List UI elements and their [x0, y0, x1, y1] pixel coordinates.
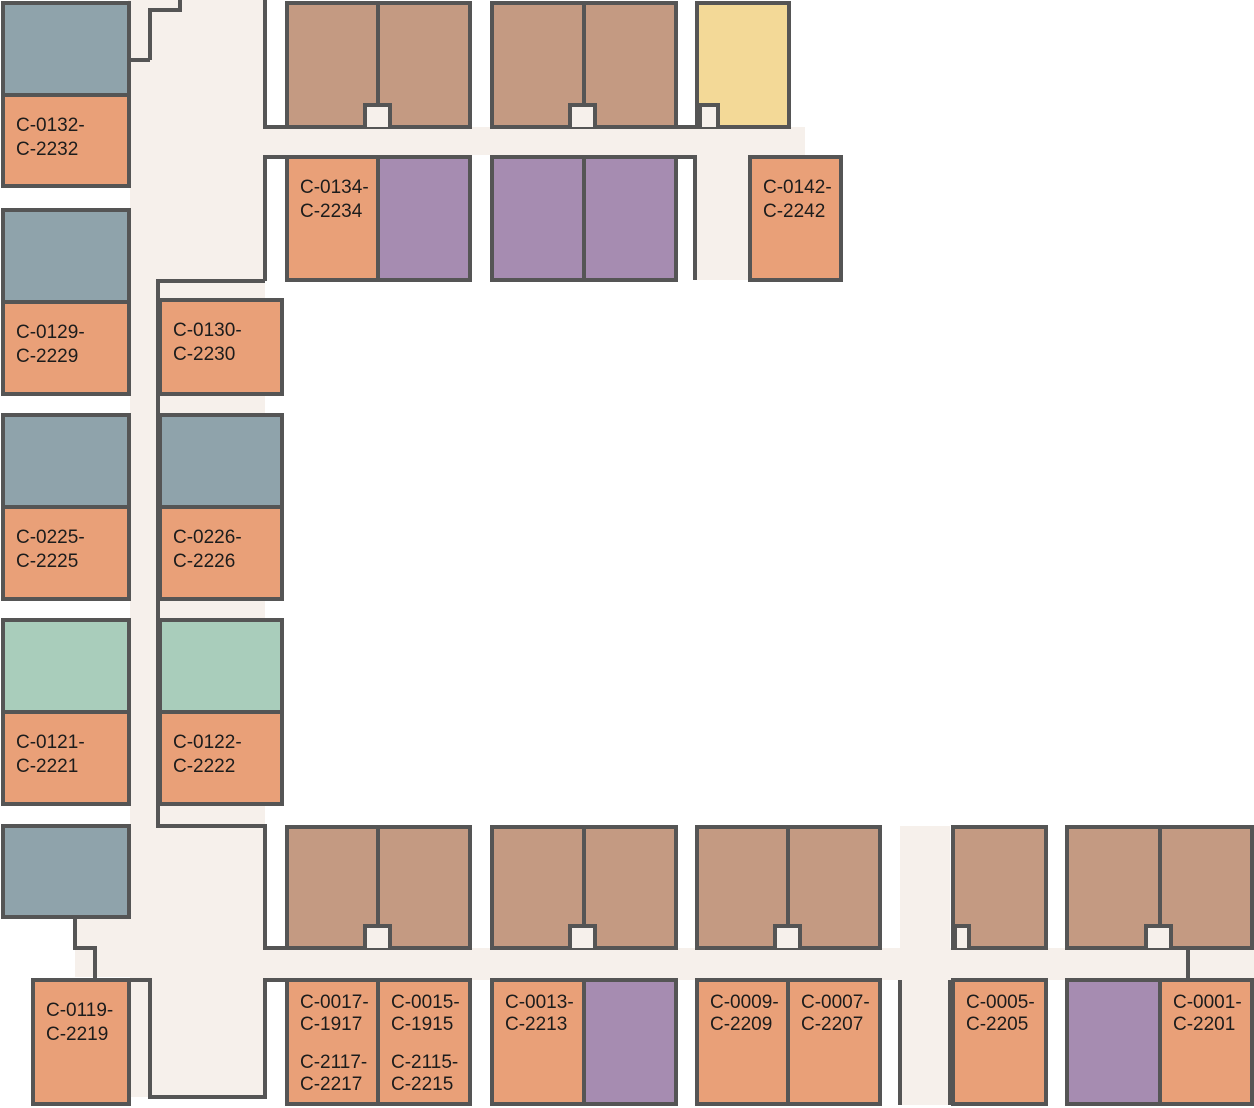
room-label-line: C-0130-	[173, 320, 242, 341]
door-recess	[570, 105, 595, 127]
corridor-floor	[265, 948, 1254, 980]
room-label-line: C-2207	[801, 1014, 863, 1035]
room-w2-bot[interactable]	[1, 300, 131, 396]
room-label-line: C-0119-	[46, 1000, 113, 1021]
room-ts3[interactable]	[490, 155, 586, 282]
corridor-wall	[148, 0, 182, 60]
room-bs4[interactable]	[582, 978, 678, 1106]
room-w5[interactable]	[1, 824, 131, 919]
room-w4-bot[interactable]	[1, 710, 131, 806]
room-w1-bot[interactable]	[1, 93, 131, 188]
room-label-line: C-0005-	[966, 992, 1035, 1013]
door-recess-wall	[568, 924, 597, 948]
door-recess-wall	[1144, 924, 1173, 948]
room-e2-top[interactable]	[158, 413, 284, 509]
room-label-line: C-0129-	[16, 322, 85, 343]
corridor-floor	[900, 826, 950, 1105]
room-label-line: C-0142-	[763, 177, 832, 198]
room-label-line: C-0226-	[173, 527, 242, 548]
room-label-line: C-2242	[763, 201, 825, 222]
room-w1-top[interactable]	[1, 1, 131, 97]
room-label-line: C-2222	[173, 756, 235, 777]
room-label-line: C-2226	[173, 551, 235, 572]
room-bs2[interactable]	[376, 978, 472, 1106]
room-label-line: C-2117-	[300, 1052, 367, 1073]
wall-layer	[73, 0, 1190, 1105]
room-bs8[interactable]	[1065, 978, 1162, 1106]
room-ts2[interactable]	[376, 155, 472, 282]
door-recess	[570, 926, 595, 948]
room-w6[interactable]	[31, 978, 131, 1106]
corridor-wall	[678, 155, 697, 280]
room-w3-top[interactable]	[1, 413, 131, 509]
room-tn4[interactable]	[582, 1, 678, 129]
room-bn4[interactable]	[582, 825, 678, 950]
room-label-line: C-2232	[16, 139, 78, 160]
room-label-line: C-2213	[505, 1014, 567, 1035]
room-w4-top[interactable]	[1, 618, 131, 714]
room-label-line: C-2209	[710, 1014, 772, 1035]
room-label-line: C-0122-	[173, 732, 242, 753]
room-label-line: C-0134-	[300, 177, 369, 198]
door-recess	[1146, 926, 1171, 948]
room-label-line: C-2219	[46, 1024, 108, 1045]
room-label-line: C-2234	[300, 201, 363, 222]
room-label-line: C-2221	[16, 756, 78, 777]
corridor-wall	[130, 978, 287, 1099]
room-label-line: C-2205	[966, 1014, 1028, 1035]
room-label-line: C-2217	[300, 1074, 362, 1095]
door-recess-wall	[363, 103, 392, 127]
room-label-line: C-0009-	[710, 992, 779, 1013]
door-recess-wall	[568, 103, 597, 127]
room-label-line: C-2230	[173, 344, 235, 365]
room-label-line: C-1917	[300, 1014, 362, 1035]
room-label-line: C-2215	[391, 1074, 453, 1095]
room-w2-top[interactable]	[1, 208, 131, 304]
corridor-wall	[263, 0, 287, 129]
room-label-line: C-0017-	[300, 992, 369, 1013]
door-recess-wall	[363, 924, 392, 948]
room-label-line: C-0013-	[505, 992, 574, 1013]
door-recess	[365, 105, 390, 127]
room-label-line: C-0001-	[1173, 992, 1242, 1013]
room-label-line: C-0225-	[16, 527, 85, 548]
room-bn2[interactable]	[376, 825, 472, 950]
corridor-wall	[263, 155, 287, 281]
room-e3-top[interactable]	[158, 618, 284, 714]
room-bn9[interactable]	[1158, 825, 1254, 950]
door-recess-wall	[953, 924, 971, 948]
room-bn5[interactable]	[695, 825, 790, 950]
door-recess-wall	[698, 103, 720, 127]
room-label-line: C-0121-	[16, 732, 85, 753]
room-ts5[interactable]	[748, 155, 843, 282]
room-bs9[interactable]	[1158, 978, 1254, 1106]
room-bn1[interactable]	[285, 825, 380, 950]
room-label-line: C-2201	[1173, 1014, 1235, 1035]
room-label-line: C-2229	[16, 346, 78, 367]
room-label-line: C-2115-	[391, 1052, 458, 1073]
room-label-line: C-1915	[391, 1014, 453, 1035]
room-label-line: C-0015-	[391, 992, 460, 1013]
room-tn2[interactable]	[376, 1, 472, 129]
door-recess-wall	[773, 924, 802, 948]
room-label-line: C-0007-	[801, 992, 870, 1013]
room-tn1[interactable]	[285, 1, 380, 129]
room-label-line: C-2225	[16, 551, 78, 572]
room-bn6[interactable]	[786, 825, 882, 950]
door-recess	[775, 926, 800, 948]
door-recess	[955, 926, 969, 948]
room-bs7[interactable]	[951, 978, 1048, 1106]
corridor-wall	[156, 279, 287, 950]
corridor-floor	[695, 127, 750, 280]
door-recess	[700, 105, 718, 127]
room-label-line: C-0132-	[16, 115, 85, 136]
room-ts4[interactable]	[582, 155, 678, 282]
door-recess	[365, 926, 390, 948]
room-bs6[interactable]	[786, 978, 882, 1106]
room-bs5[interactable]	[695, 978, 790, 1106]
room-w3-bot[interactable]	[1, 505, 131, 601]
corridor-wall	[73, 917, 97, 980]
